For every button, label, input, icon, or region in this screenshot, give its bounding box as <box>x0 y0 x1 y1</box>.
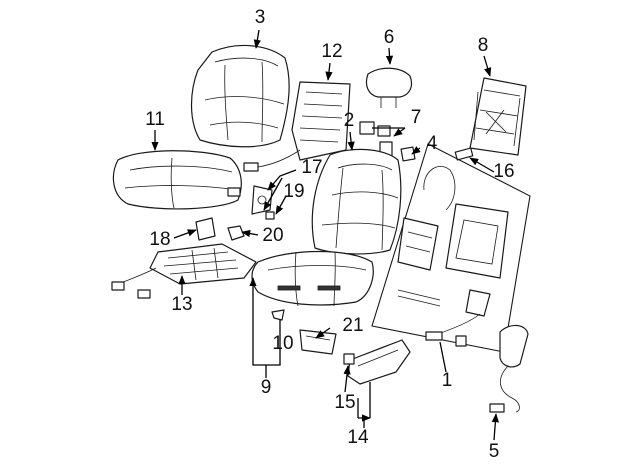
callout-6: 6 <box>384 27 395 48</box>
part-1-frame-assembly <box>371 143 531 353</box>
callout-21: 21 <box>342 315 363 336</box>
part-5-harness <box>489 324 529 413</box>
callout-19: 19 <box>283 181 304 202</box>
callout-3: 3 <box>255 7 266 28</box>
callouts: 3 12 6 8 11 2 7 4 17 16 19 20 18 13 21 1… <box>145 7 514 462</box>
part-19-clip <box>265 211 275 220</box>
callout-2: 2 <box>344 110 355 131</box>
callout-7: 7 <box>411 107 422 128</box>
callout-15: 15 <box>334 392 355 413</box>
callout-5: 5 <box>489 441 500 462</box>
callout-4: 4 <box>427 133 438 154</box>
callout-16: 16 <box>493 161 514 182</box>
callout-13: 13 <box>171 294 192 315</box>
part-2-seatback-pad <box>311 148 402 255</box>
part-16-bracket <box>454 147 474 161</box>
callout-8: 8 <box>478 35 489 56</box>
part-21-cover <box>299 329 337 355</box>
part-13-seat-frame <box>111 243 257 299</box>
part-10-clip <box>271 309 285 321</box>
part-9-cushion-pad <box>251 250 374 307</box>
part-20-bolt <box>227 225 245 241</box>
part-6-headrest <box>365 67 413 108</box>
callout-18: 18 <box>149 229 170 250</box>
callout-11: 11 <box>145 109 165 130</box>
leader-lines <box>151 29 500 441</box>
callout-14: 14 <box>347 427 369 448</box>
part-15-clip <box>343 353 355 365</box>
part-11-cushion-cover <box>112 150 242 210</box>
callout-1: 1 <box>442 370 453 391</box>
callout-9: 9 <box>261 377 272 398</box>
part-12-seatback-panel <box>243 81 351 172</box>
callout-17: 17 <box>301 157 322 178</box>
callout-12: 12 <box>321 41 342 62</box>
callout-20: 20 <box>262 225 283 246</box>
part-3-seatback-cover <box>190 44 290 148</box>
part-8-seatback-frame <box>469 77 527 156</box>
callout-10: 10 <box>272 333 293 354</box>
part-18-knob <box>195 217 216 241</box>
part-14-side-trim <box>347 339 411 385</box>
